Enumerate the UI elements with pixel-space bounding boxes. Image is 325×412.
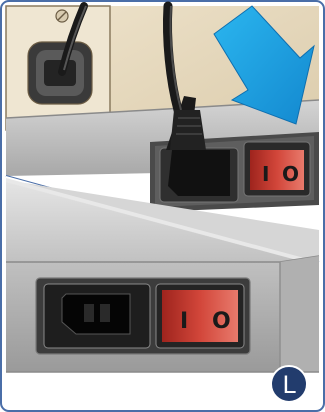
- upper-switch-on-symbol: I: [262, 162, 269, 186]
- rocker-switch-icon: I O: [244, 142, 310, 196]
- lower-switch-off-symbol: O: [212, 309, 231, 334]
- step-badge: L: [271, 366, 307, 402]
- upper-switch-off-symbol: O: [282, 162, 299, 186]
- iec-power-inlet-icon: [44, 284, 150, 348]
- lower-switch-on-symbol: I: [180, 309, 188, 334]
- wall-outlet-icon: [6, 6, 110, 130]
- step-badge-letter: L: [282, 371, 296, 399]
- rocker-switch-icon: I O: [156, 284, 244, 348]
